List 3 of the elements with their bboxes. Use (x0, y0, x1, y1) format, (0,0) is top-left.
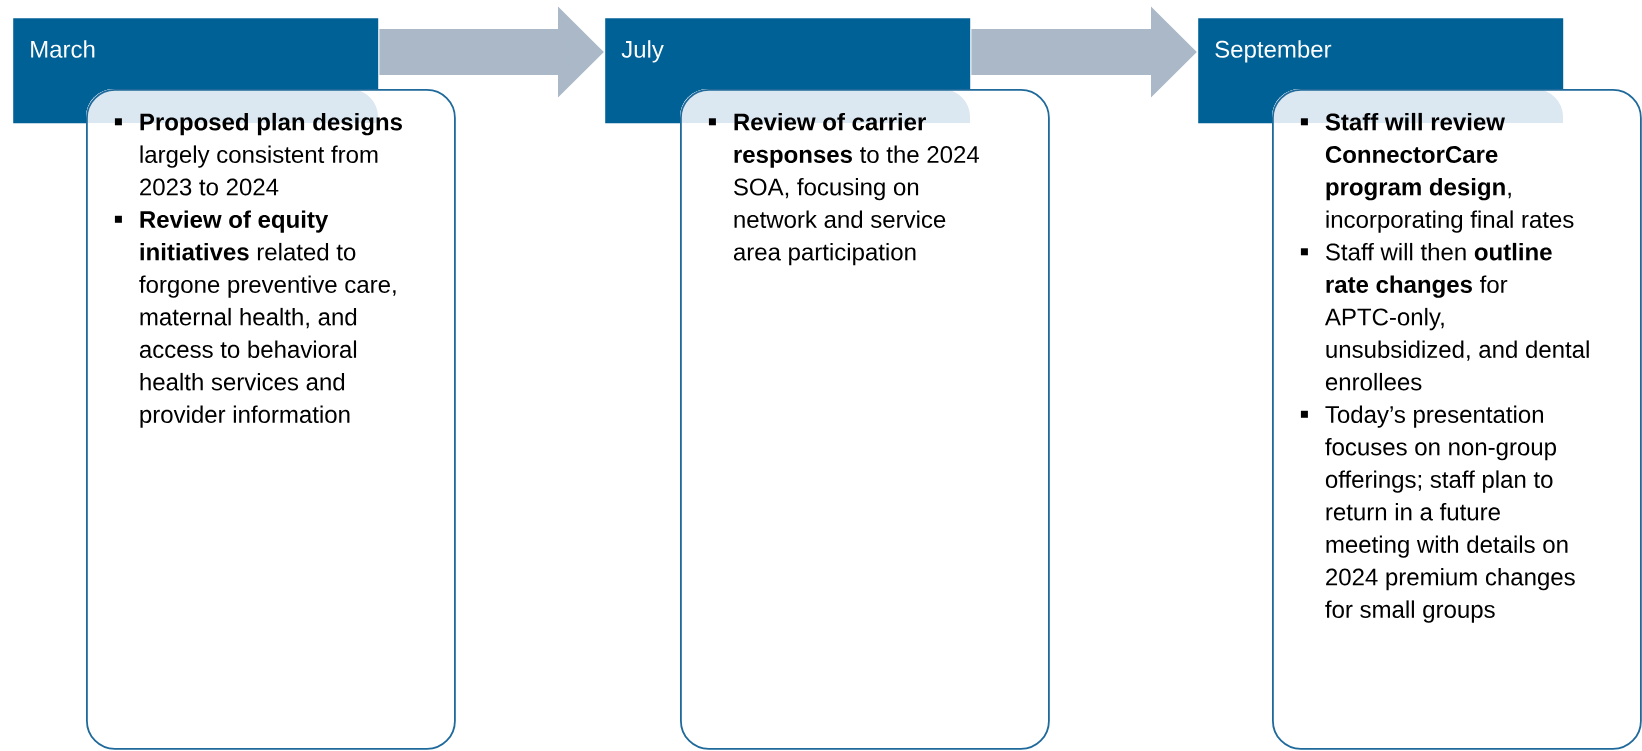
content-card: Proposed plan designs largely consistent from 2023 to 2024 Review of equity initiatives related to forgone preventive care, maternal health, and access to behavioral health services and provider information (86, 89, 456, 750)
content-card: Staff will review ConnectorCare program design, incorporating final rates Staff will then outline rate changes for APTC-only, unsubsidized, and dental enrollees Today’s presentation focuses on non-group offerings; staff plan to return in a future meeting with details on 2024 premium changes for small groups (1272, 89, 1642, 750)
content-card: Review of carrier responses to the 2024 SOA, focusing on network and service area participation (680, 89, 1050, 750)
